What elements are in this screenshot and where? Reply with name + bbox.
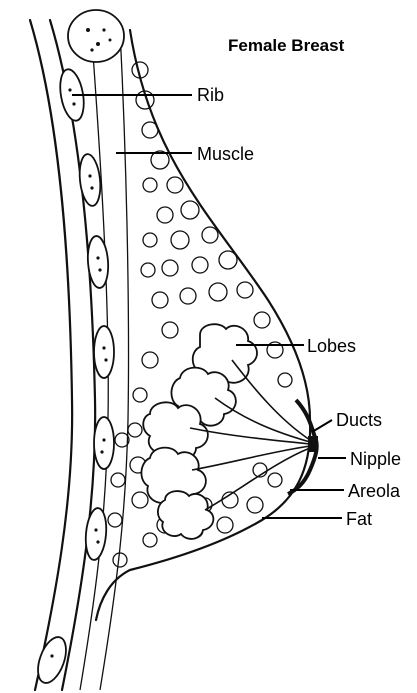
lobes	[141, 324, 257, 539]
label-ducts: Ducts	[336, 410, 382, 430]
diagram-title: Female Breast	[228, 36, 345, 55]
label-lobes: Lobes	[307, 336, 356, 356]
label-muscle: Muscle	[197, 144, 254, 164]
label-areola: Areola	[348, 481, 401, 501]
label-nipple: Nipple	[350, 449, 401, 469]
label-rib: Rib	[197, 85, 224, 105]
label-fat: Fat	[346, 509, 372, 529]
